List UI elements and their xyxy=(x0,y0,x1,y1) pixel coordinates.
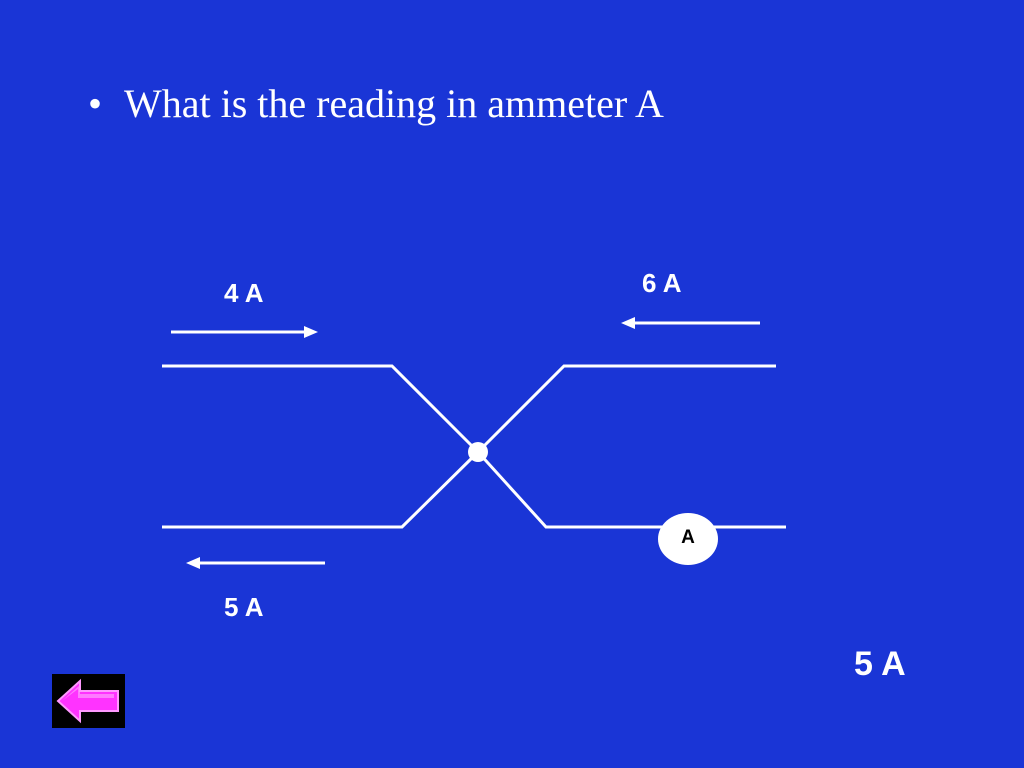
bullet-point: • xyxy=(88,81,103,126)
back-button[interactable] xyxy=(52,674,125,728)
arrow-bottom-left xyxy=(186,557,325,569)
back-arrow-icon xyxy=(56,678,119,724)
junction-node xyxy=(468,442,488,462)
arrow-top-left xyxy=(171,326,318,338)
ammeter-circle xyxy=(658,513,718,565)
ammeter-label: A xyxy=(681,527,695,548)
answer-text: 5 A xyxy=(854,645,906,683)
question-text: What is the reading in ammeter A xyxy=(124,81,664,126)
question-line: • What is the reading in ammeter A xyxy=(88,78,664,130)
arrow-top-right xyxy=(621,317,760,329)
wire-bottom-left xyxy=(162,450,480,529)
wire-bottom-right xyxy=(476,450,786,529)
current-label-top-right: 6 A xyxy=(642,268,682,298)
current-label-bottom-left: 5 A xyxy=(224,592,264,622)
current-label-top-left: 4 A xyxy=(224,278,264,308)
wire-top-left xyxy=(162,364,480,454)
wire-top-right xyxy=(476,364,776,454)
